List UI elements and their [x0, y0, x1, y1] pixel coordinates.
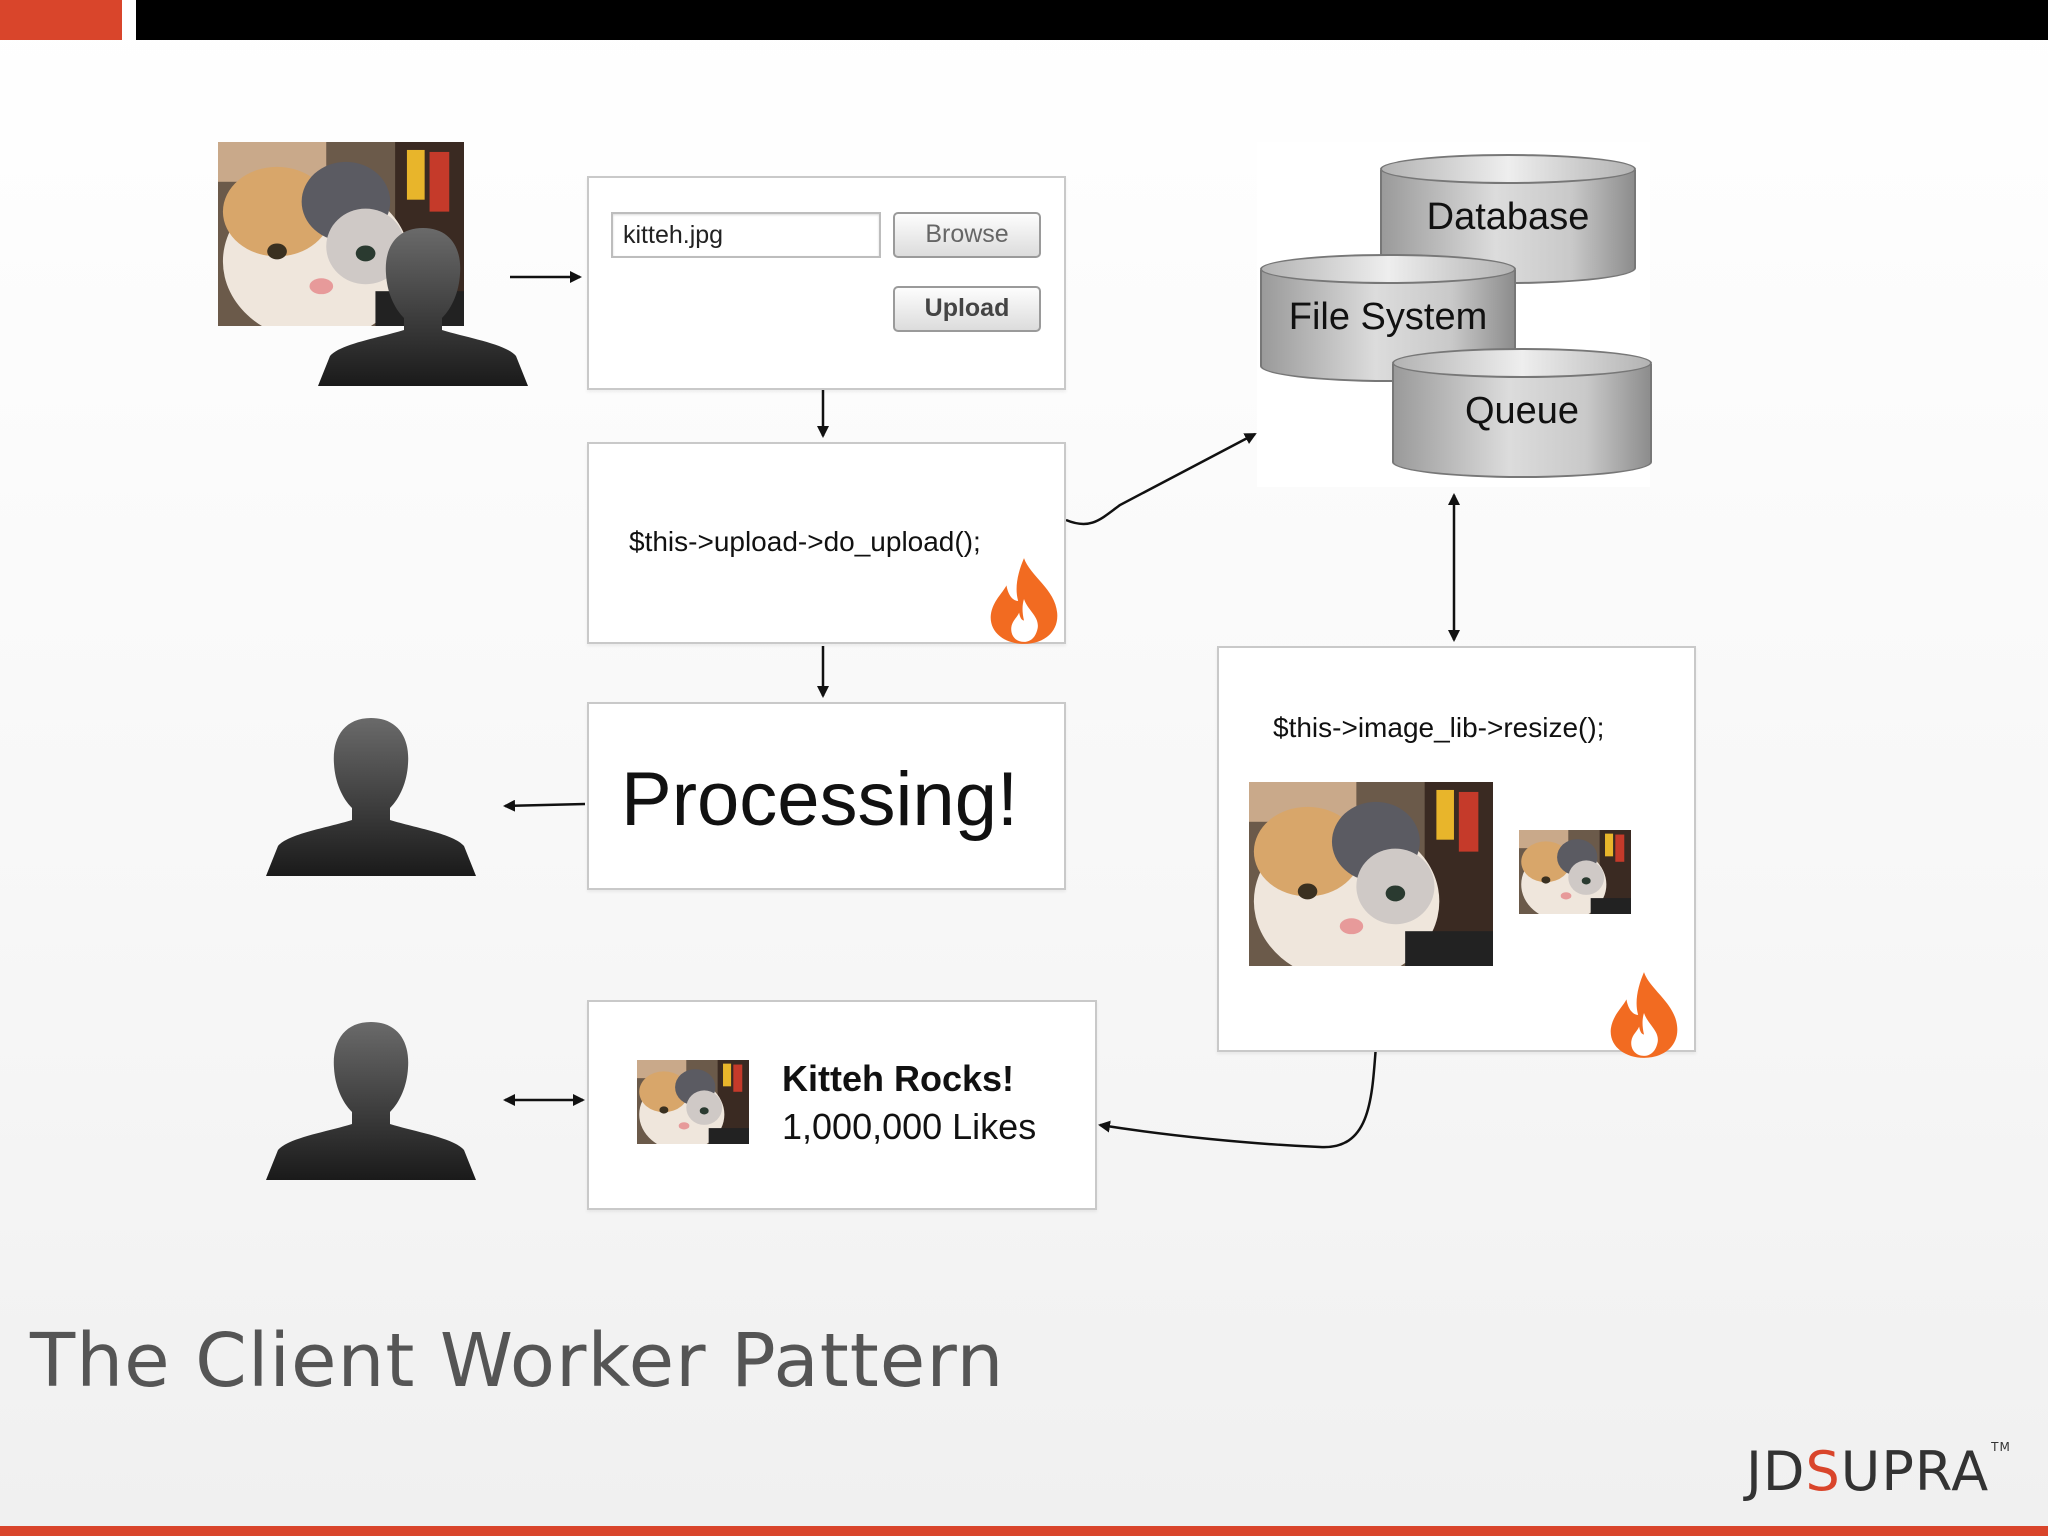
codeigniter-flame-icon: [985, 556, 1063, 644]
kitten-thumbnail-art: [637, 1060, 749, 1144]
upload-button[interactable]: Upload: [893, 286, 1041, 332]
file-system-label: File System: [1288, 296, 1488, 338]
processing-text: Processing!: [621, 757, 1019, 842]
worker-panel: $this->image_lib->resize();: [1217, 646, 1696, 1058]
arrow-processing-to-user: [503, 799, 586, 812]
processing-panel: Processing!: [587, 702, 1066, 890]
top-accent-bar: [0, 0, 122, 40]
queue-cylinder-body: [1392, 364, 1652, 478]
queue-label: Queue: [1464, 390, 1580, 432]
arrow-controller-to-storage: [1065, 432, 1257, 526]
file-system-cylinder-top: [1260, 254, 1516, 284]
person-silhouette-icon: [266, 1020, 476, 1180]
brand-highlight: S: [1805, 1440, 1841, 1503]
file-path-input[interactable]: kitteh.jpg: [611, 212, 881, 258]
kitten-thumbnail: [637, 1060, 749, 1144]
database-cylinder-top: [1380, 154, 1636, 184]
person-silhouette-icon: [266, 716, 476, 876]
resized-kitten-small: [1519, 830, 1631, 914]
person-silhouette-icon: [318, 226, 528, 386]
resized-kitten-large-art: [1249, 782, 1493, 966]
file-system-cylinder: File System: [1260, 254, 1516, 382]
controller-code: $this->upload->do_upload();: [629, 526, 981, 557]
slide-title: The Client Worker Pattern: [30, 1318, 1005, 1404]
result-title: Kitteh Rocks!: [782, 1058, 1015, 1099]
resized-kitten-large: [1249, 782, 1493, 966]
bottom-accent-bar: [0, 1526, 2048, 1536]
codeigniter-flame-icon: [1605, 970, 1683, 1058]
queue-cylinder: Queue: [1392, 348, 1652, 478]
database-label: Database: [1426, 196, 1590, 238]
brand-prefix: JD: [1746, 1440, 1806, 1503]
resized-kitten-small-art: [1519, 830, 1631, 914]
upload-form-panel: kitteh.jpg Browse Upload: [587, 176, 1066, 390]
top-header-bar: [136, 0, 2048, 40]
brand-trademark: TM: [1991, 1440, 2011, 1454]
queue-cylinder-top: [1392, 348, 1652, 378]
brand-suffix: UPRA: [1840, 1440, 1990, 1503]
controller-panel: $this->upload->do_upload();: [587, 442, 1066, 644]
arrow-worker-to-result: [1098, 1044, 1378, 1149]
result-panel: Kitteh Rocks! 1,000,000 Likes: [587, 1000, 1097, 1210]
result-likes: 1,000,000 Likes: [782, 1106, 1037, 1147]
worker-code: $this->image_lib->resize();: [1273, 712, 1605, 743]
browse-button[interactable]: Browse: [893, 212, 1041, 258]
